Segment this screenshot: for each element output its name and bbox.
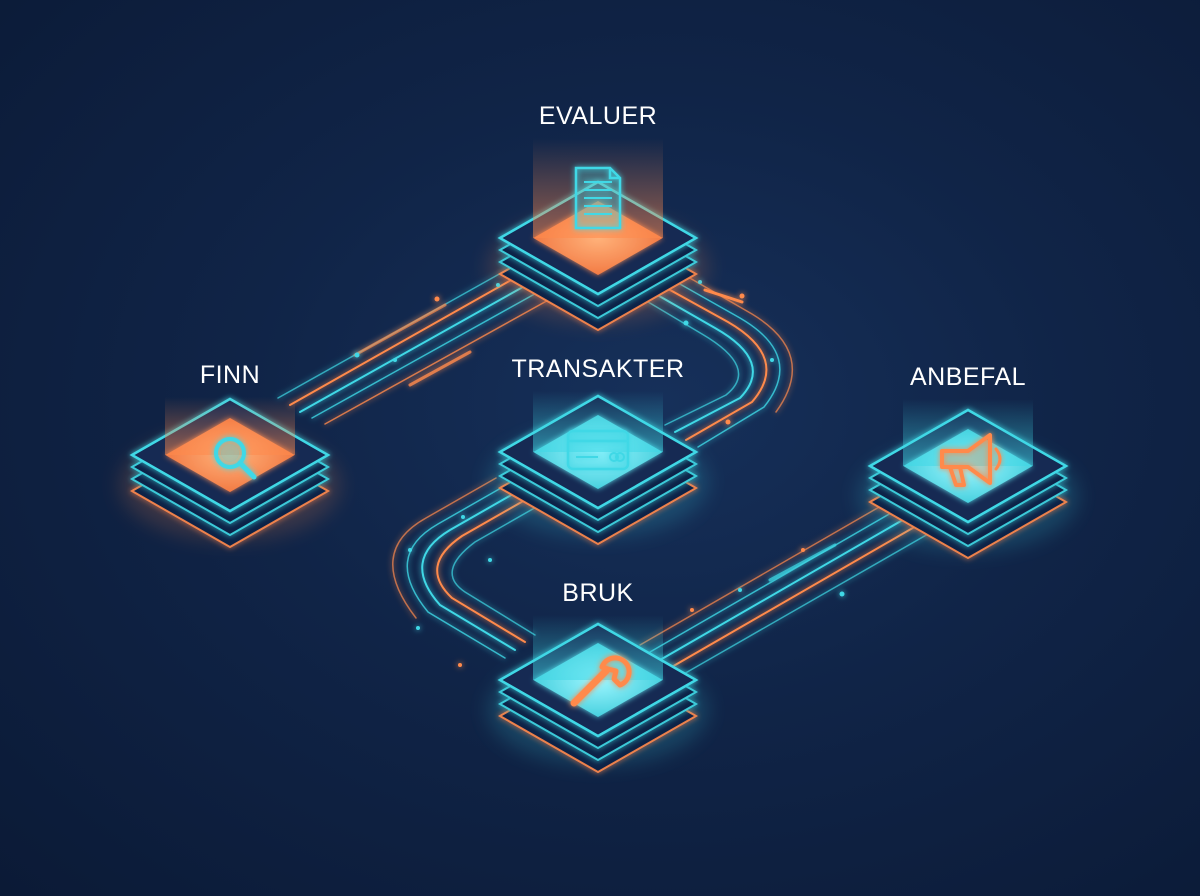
wrench-icon [570, 655, 632, 707]
node-bruk: BRUK [488, 579, 708, 774]
node-label-finn: FINN [200, 361, 260, 389]
connector-bruk-anbefal [639, 494, 943, 676]
megaphone-icon [940, 433, 1002, 487]
magnifier-icon [214, 437, 257, 480]
node-evaluer: EVALUER [488, 102, 708, 332]
connector-transakter-bruk [392, 477, 546, 659]
node-label-anbefal: ANBEFAL [910, 363, 1026, 391]
connector-evaluer-transakter [627, 269, 793, 448]
connector-finn-evaluer [277, 267, 553, 425]
node-label-bruk: BRUK [562, 579, 633, 607]
node-label-evaluer: EVALUER [539, 102, 657, 130]
node-transakter: TRANSAKTER [488, 355, 708, 546]
node-finn: FINN [120, 361, 340, 549]
credit-card-icon [566, 429, 630, 471]
node-anbefal: ANBEFAL [858, 363, 1078, 560]
nodes: FINN EVALUER TRANSAKTER BRUK ANBEFAL [120, 102, 1078, 774]
document-icon [574, 166, 622, 230]
node-label-transakter: TRANSAKTER [511, 355, 684, 383]
